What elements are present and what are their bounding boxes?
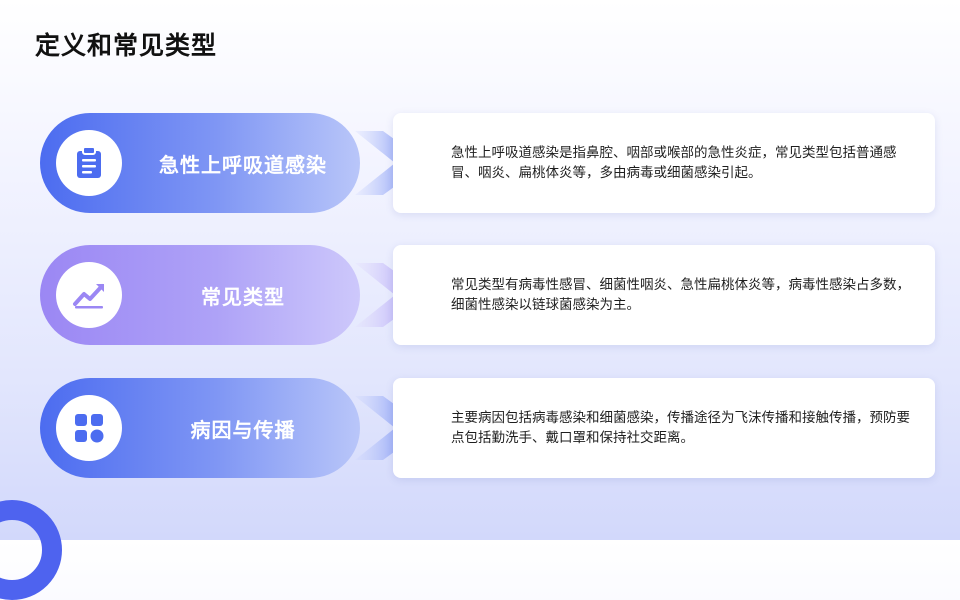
description-card: 急性上呼吸道感染是指鼻腔、咽部或喉部的急性炎症，常见类型包括普通感冒、咽炎、扁桃… <box>393 113 935 213</box>
page-title: 定义和常见类型 <box>35 31 218 60</box>
topic-label: 常见类型 <box>201 284 285 309</box>
description-text: 主要病因包括病毒感染和细菌感染，传播途径为飞沫传播和接触传播，预防要点包括勤洗手… <box>451 410 910 446</box>
description-card: 主要病因包括病毒感染和细菌感染，传播途径为飞沫传播和接触传播，预防要点包括勤洗手… <box>393 378 935 478</box>
description-card: 常见类型有病毒性感冒、细菌性咽炎、急性扁桃体炎等，病毒性感染占多数，细菌性感染以… <box>393 245 935 345</box>
topic-row: 急性上呼吸道感染 急性上呼吸道感染是指鼻腔、咽部或喉部的急性炎症，常见类型包括普… <box>0 113 960 213</box>
description-text: 急性上呼吸道感染是指鼻腔、咽部或喉部的急性炎症，常见类型包括普通感冒、咽炎、扁桃… <box>451 145 897 181</box>
icon-badge <box>56 395 122 461</box>
description-text: 常见类型有病毒性感冒、细菌性咽炎、急性扁桃体炎等，病毒性感染占多数，细菌性感染以… <box>451 277 910 313</box>
icon-badge <box>56 130 122 196</box>
grid-apps-icon <box>75 414 104 443</box>
topic-row: 常见类型 常见类型有病毒性感冒、细菌性咽炎、急性扁桃体炎等，病毒性感染占多数，细… <box>0 245 960 345</box>
topic-pill-types: 常见类型 <box>40 245 360 345</box>
topic-label: 急性上呼吸道感染 <box>159 152 327 177</box>
icon-badge <box>56 262 122 328</box>
clipboard-icon <box>77 146 101 178</box>
topic-label: 病因与传播 <box>190 417 296 442</box>
trend-chart-icon <box>73 284 104 309</box>
topic-pill-definition: 急性上呼吸道感染 <box>40 113 360 213</box>
decorative-ring <box>0 500 62 600</box>
topic-row: 病因与传播 主要病因包括病毒感染和细菌感染，传播途径为飞沫传播和接触传播，预防要… <box>0 378 960 478</box>
topic-pill-causes: 病因与传播 <box>40 378 360 478</box>
